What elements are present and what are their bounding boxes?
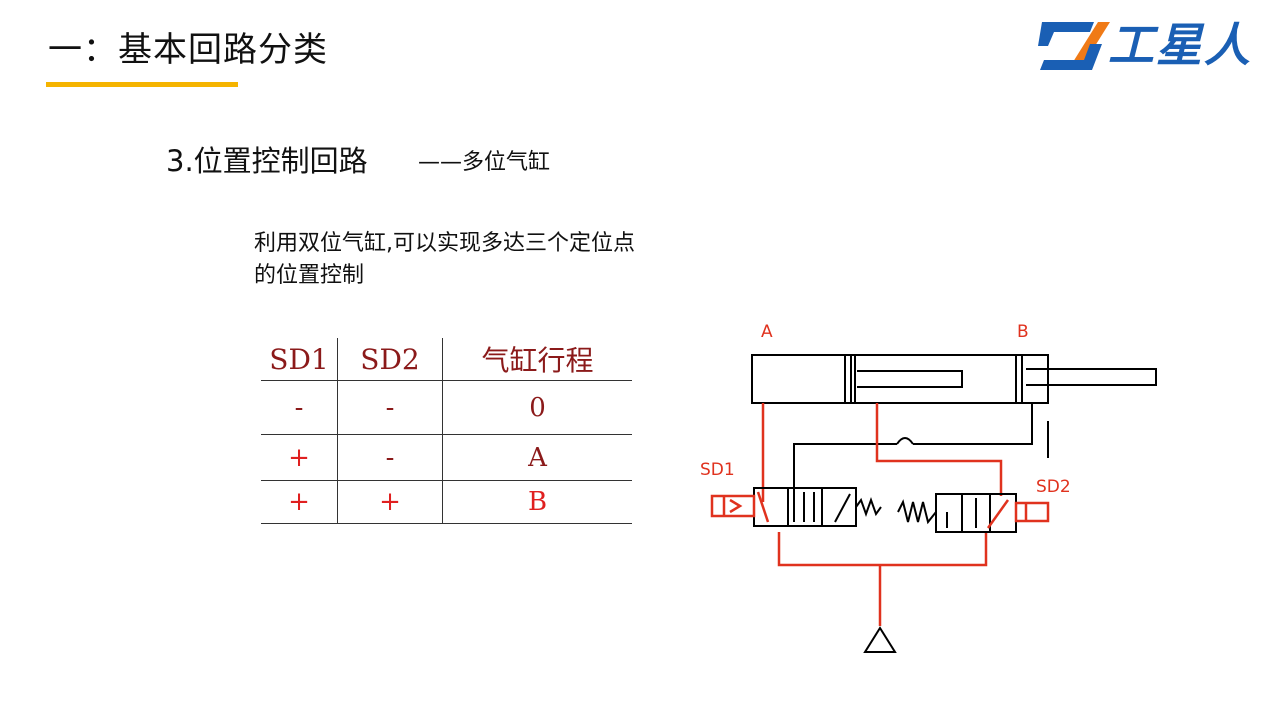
cell-stroke: A <box>442 434 632 481</box>
solenoid-sd1 <box>710 494 756 518</box>
header-sd2: SD2 <box>337 338 443 381</box>
label-a: A <box>761 322 773 342</box>
valve-1-active-arrow <box>756 491 770 523</box>
description: 利用双位气缸,可以实现多达三个定位点 的位置控制 <box>254 228 734 292</box>
cell-sd1: + <box>261 480 338 524</box>
section-subheading: ——多位气缸 <box>418 150 551 175</box>
supply-lines <box>761 403 1003 626</box>
valve-2-active-arrow <box>986 499 1010 529</box>
table-row: + - A <box>261 434 632 481</box>
description-line-1: 利用双位气缸,可以实现多达三个定位点 <box>254 231 635 256</box>
header-stroke: 气缸行程 <box>481 344 594 377</box>
description-line-2: 的位置控制 <box>254 263 365 288</box>
table-row: + + B <box>261 480 632 524</box>
truth-table: SD1 SD2 气缸行程 - - 0 + - A + + B <box>261 338 632 524</box>
cell-sd1: - <box>261 380 338 435</box>
solenoid-sd2 <box>1014 501 1050 523</box>
label-b: B <box>1017 322 1029 342</box>
multi-position-cylinder <box>751 354 1157 404</box>
cell-sd2: - <box>337 434 443 481</box>
label-sd1: SD1 <box>700 460 735 480</box>
table-header-row: SD1 SD2 气缸行程 <box>261 338 632 381</box>
cell-stroke: B <box>442 480 632 524</box>
table-row: - - 0 <box>261 380 632 435</box>
cell-sd1: + <box>261 434 338 481</box>
valve-1 <box>753 487 882 527</box>
cell-sd2: - <box>337 380 443 435</box>
brand-logo <box>1038 22 1110 70</box>
header-sd1: SD1 <box>261 338 338 381</box>
cell-stroke: 0 <box>442 380 632 435</box>
valve-2 <box>897 493 1017 533</box>
brand-logo-text: 工星人 <box>1108 18 1252 72</box>
cell-sd2: + <box>337 480 443 524</box>
page-title: 一：基本回路分类 <box>48 30 328 70</box>
section-heading: 3.位置控制回路 <box>166 144 368 178</box>
label-sd2: SD2 <box>1036 477 1071 497</box>
air-supply-icon <box>863 626 897 653</box>
title-underline <box>46 82 238 87</box>
return-lines <box>793 403 1049 522</box>
pneumatic-circuit-diagram: A B SD1 SD2 <box>700 322 1157 653</box>
